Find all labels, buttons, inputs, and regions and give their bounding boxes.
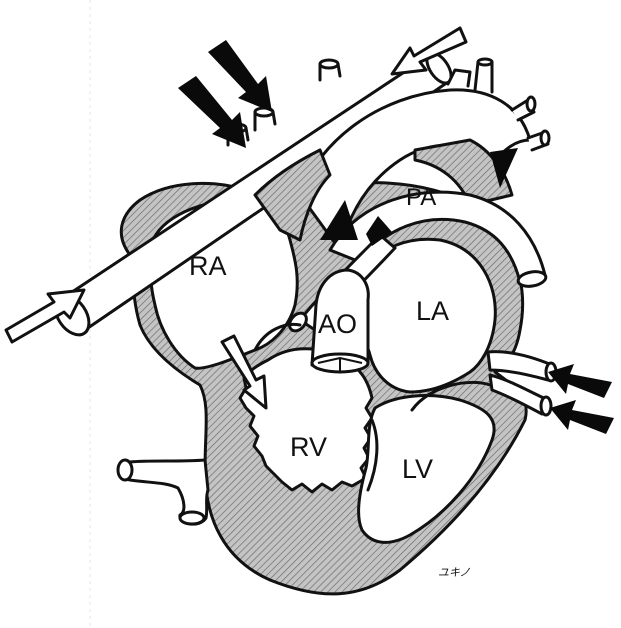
artist-signature: ユキノ — [438, 566, 470, 579]
ivc-branch-opening — [180, 512, 204, 524]
ivc-opening — [118, 460, 132, 480]
label-ra: RA — [189, 251, 227, 281]
label-rv: RV — [290, 432, 327, 462]
label-la: LA — [416, 296, 449, 326]
arch-branch-2 — [475, 62, 492, 92]
label-ao: AO — [318, 309, 357, 339]
label-pa: PA — [406, 184, 436, 211]
label-lv: LV — [402, 454, 433, 484]
